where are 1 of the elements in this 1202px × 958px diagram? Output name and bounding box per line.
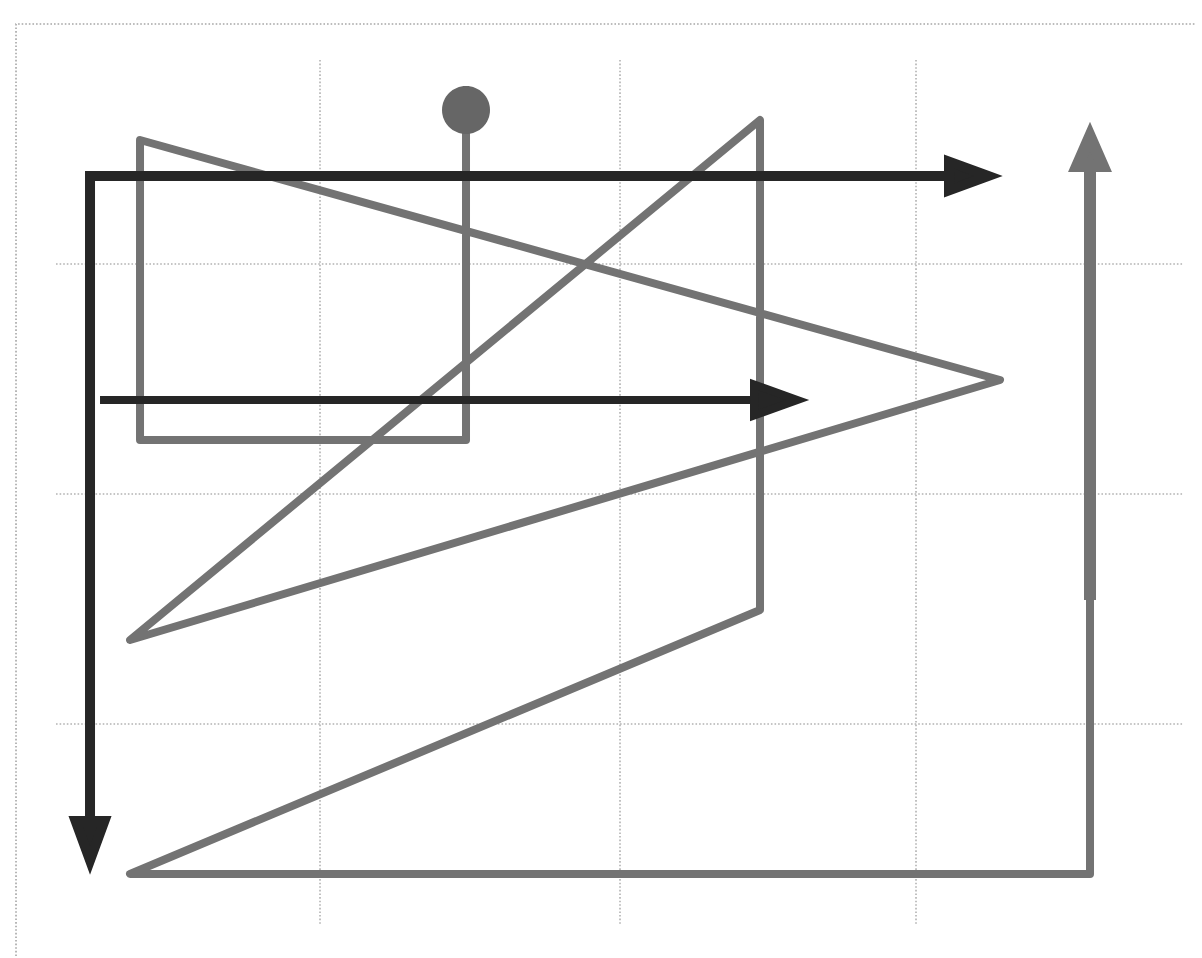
dot [442, 86, 490, 134]
